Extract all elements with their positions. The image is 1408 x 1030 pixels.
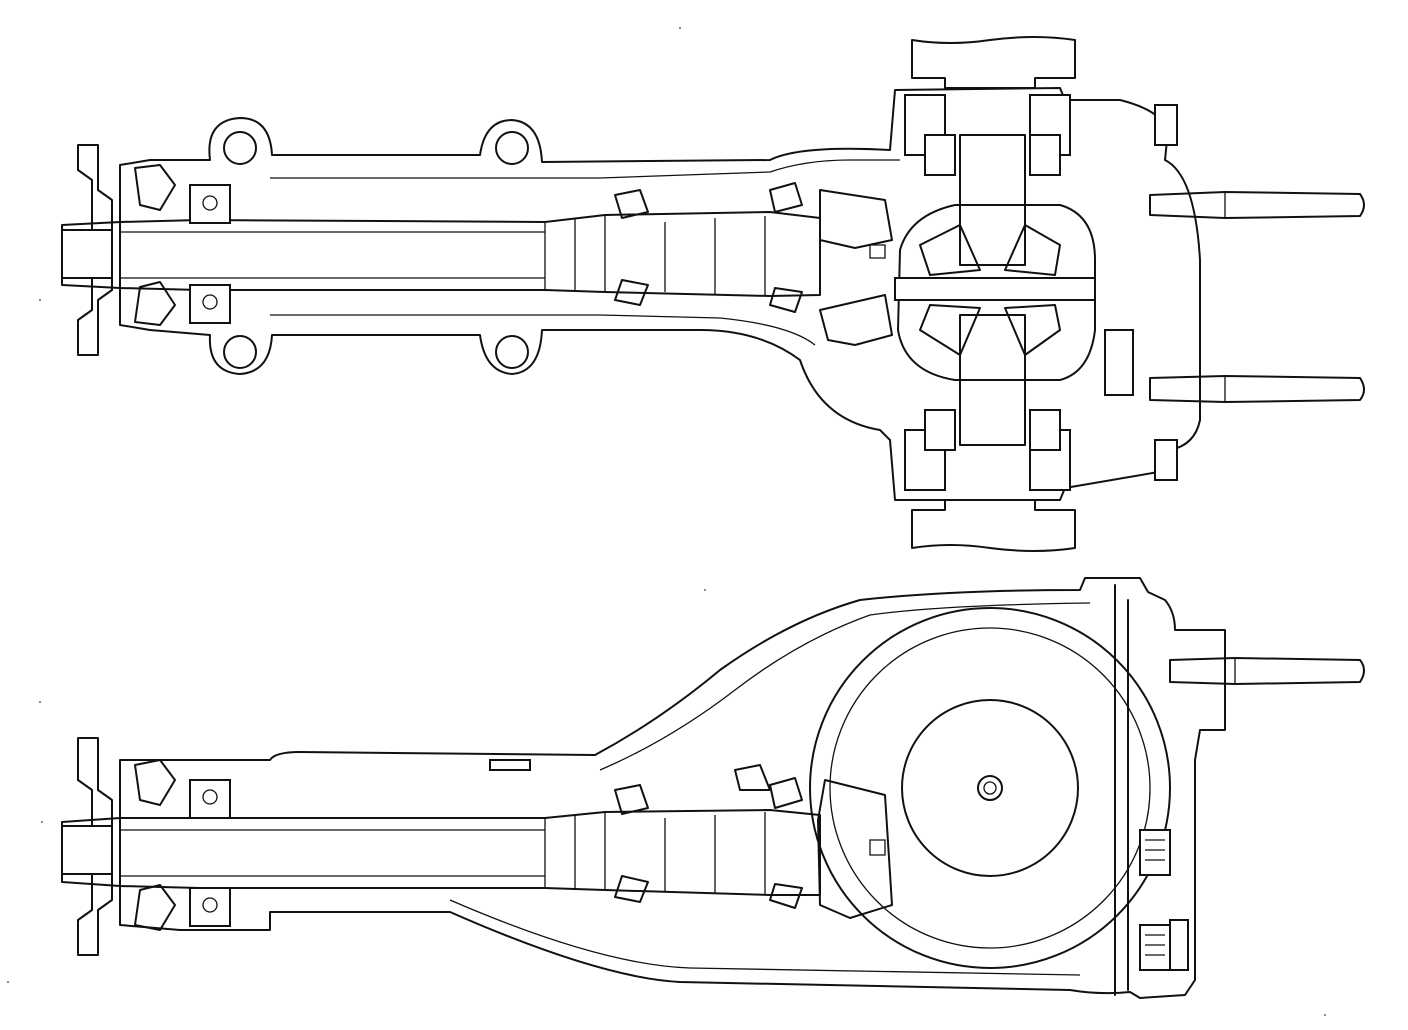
- top-pinion-pin: [869, 244, 886, 259]
- side-housing-inner: [449, 602, 1091, 976]
- side-cover-flange: [1114, 584, 1129, 996]
- top-pinion-gear: [819, 189, 893, 249]
- top-lug-3: [223, 335, 257, 369]
- side-ring-gear-inner: [901, 699, 1079, 877]
- top-diff-case: [897, 204, 1096, 381]
- top-view-section: [61, 36, 1365, 552]
- side-housing-tab: [489, 759, 531, 771]
- top-pinion-gear-lower: [819, 294, 893, 346]
- side-view-section: [61, 577, 1365, 999]
- side-shaft: [61, 809, 821, 896]
- side-pinion-pin: [869, 839, 886, 856]
- side-shaft-center: [120, 812, 766, 894]
- side-ring-gear-hub: [977, 775, 1003, 801]
- top-housing-outline: [119, 87, 1201, 501]
- side-taper-bearings: [614, 764, 803, 909]
- top-shaft-center: [120, 215, 766, 296]
- top-lug-2: [495, 131, 529, 165]
- top-housing-inner: [270, 159, 900, 346]
- top-seal-left: [134, 164, 176, 326]
- top-output-shaft-upper: [959, 134, 1026, 266]
- side-stud: [1169, 657, 1365, 685]
- side-flange: [77, 737, 113, 956]
- side-seal-left: [134, 759, 176, 931]
- top-taper-bearings: [614, 182, 803, 313]
- top-shaft: [61, 211, 821, 297]
- top-diff-cross-shaft: [894, 277, 1096, 301]
- scan-specks: [7, 27, 1326, 1016]
- side-pinion-gear: [817, 779, 893, 919]
- side-ring-gear-outer: [809, 607, 1171, 969]
- top-output-bearings: [904, 94, 1071, 491]
- side-bearing-left: [189, 779, 231, 927]
- top-studs: [1149, 191, 1365, 403]
- top-output-shaft-lower: [959, 314, 1026, 446]
- top-end-nut: [61, 229, 113, 279]
- side-housing-outline: [119, 577, 1226, 999]
- top-bearing-left: [189, 184, 231, 324]
- top-shaft-stub-lower: [911, 499, 1076, 552]
- side-cover-fins: [1139, 829, 1189, 971]
- side-ring-gear-hub-core: [983, 781, 997, 795]
- top-lug-1: [223, 131, 257, 165]
- side-end-nut: [61, 825, 113, 875]
- top-flange: [77, 144, 113, 356]
- top-side-gears: [919, 224, 1061, 356]
- side-ring-gear-mid: [829, 627, 1151, 949]
- top-lug-4: [495, 335, 529, 369]
- top-shaft-stub-upper: [911, 36, 1076, 89]
- top-bolt-heads: [1104, 104, 1178, 481]
